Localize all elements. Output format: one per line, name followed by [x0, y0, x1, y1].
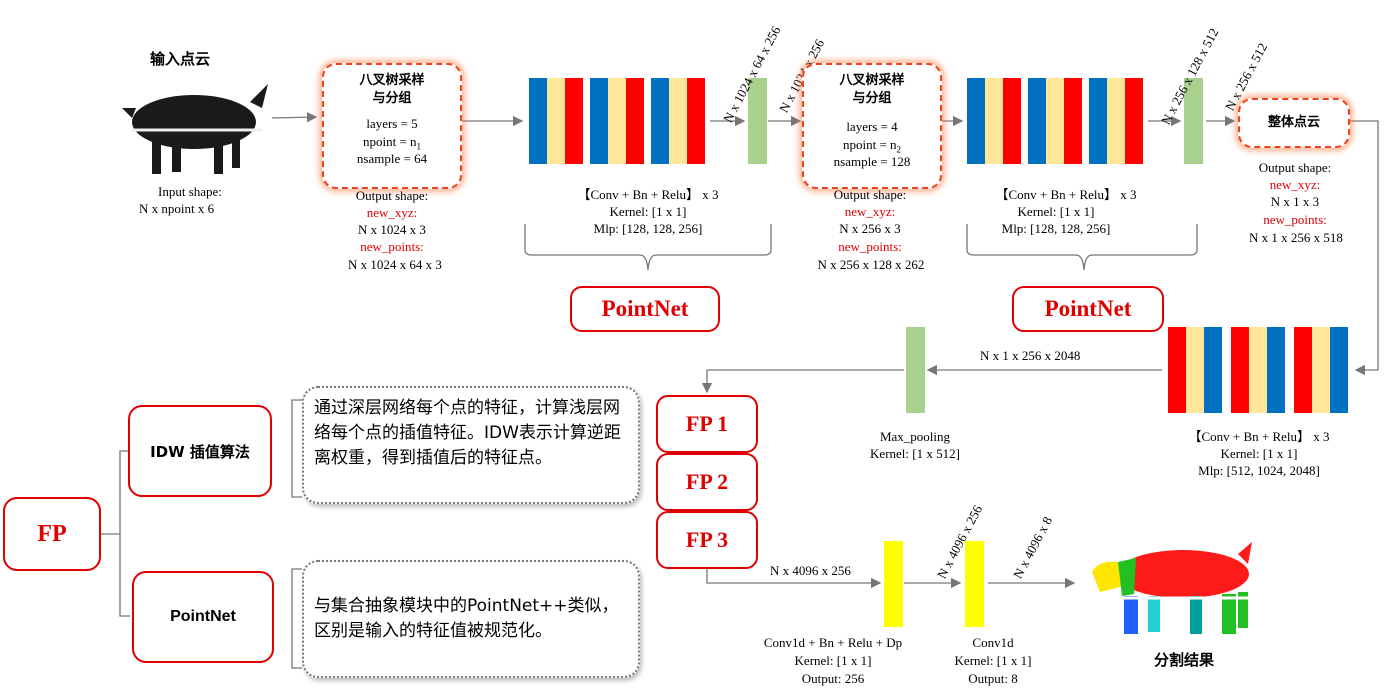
mlp1-line3: Mlp: [128, 128, 256] [593, 221, 703, 236]
sa1-layers: layers = 5 [366, 116, 418, 131]
maxpool-bar [906, 327, 925, 413]
mlp1-layer-2 [590, 78, 644, 164]
maxpool-line2: Kernel: [1 x 512] [870, 446, 960, 461]
mlp2-layer-3 [1089, 78, 1143, 164]
global-points-value: N x 1 x 256 x 518 [1249, 230, 1343, 245]
conv-b-line1: Conv1d [972, 635, 1014, 650]
mlp1-layer-3 [651, 78, 705, 164]
pointnet-label-1: PointNet [570, 286, 720, 332]
sa1-points-label: new_points: [360, 239, 424, 254]
sa1-box [322, 63, 462, 189]
brace-mlp2 [966, 224, 1198, 271]
sa2-npoint: npoint = n2 [842, 137, 902, 155]
legend-idw-box: IDW 插值算法 [128, 405, 272, 497]
sa2-layers: layers = 4 [846, 119, 898, 134]
mlp3-layer-2 [1231, 327, 1285, 413]
mlp1-output-bar [748, 78, 767, 164]
global-title: 整体点云 [1267, 115, 1320, 130]
mlp3-layer-1 [1168, 327, 1222, 413]
global-points-label: new_points: [1263, 212, 1327, 227]
brace-pointnet [291, 568, 302, 669]
fp3-box: FP 3 [656, 511, 758, 569]
conv-b-line2: Kernel: [1 x 1] [954, 653, 1032, 668]
sa2-xyz-label: new_xyz: [844, 204, 896, 219]
input-pig-image [122, 84, 268, 174]
sa1-xyz-value: N x 1024 x 3 [358, 222, 426, 237]
global-xyz-value: N x 1 x 3 [1270, 194, 1320, 209]
mlp2-line2: Kernel: [1 x 1] [1017, 204, 1095, 219]
mlp3-layer-3 [1294, 327, 1348, 413]
brace-mlp1 [524, 224, 772, 271]
fp1-box: FP 1 [656, 395, 758, 453]
input-shape-value: N x npoint x 6 [139, 201, 215, 216]
sa1-nsample: nsample = 64 [356, 151, 428, 166]
global-out-label: Output shape: [1258, 160, 1332, 175]
conv-a-line2: Kernel: [1 x 1] [794, 653, 872, 668]
legend-idw-desc: 通过深层网络每个点的特征，计算浅层网络每个点的插值特征。IDW表示计算逆距离权重… [314, 398, 621, 468]
mlp3-line3: Mlp: [512, 1024, 2048] [1198, 463, 1320, 478]
mlp1-line1: 【Conv + Bn + Relu】 x 3 [577, 187, 719, 202]
legend-root-fp: FP [3, 497, 101, 571]
sa2-points-value: N x 256 x 128 x 262 [817, 257, 925, 272]
mlp3-line1: 【Conv + Bn + Relu】 x 3 [1188, 429, 1330, 444]
arrow-input-to-sa1 [271, 112, 318, 123]
mlp2-line3: Mlp: [128, 128, 256] [1001, 221, 1111, 236]
sa2-points-label: new_points: [838, 239, 902, 254]
mlp1-layer-1 [529, 78, 583, 164]
sa2-out-label: Output shape: [833, 187, 907, 202]
legend-pointnet-box: PointNet [132, 571, 274, 663]
mlp1-line2: Kernel: [1 x 1] [609, 204, 687, 219]
global-xyz-label: new_xyz: [1269, 177, 1321, 192]
conv-a-line3: Output: 256 [801, 671, 865, 686]
sa1-title-line1: 八叉树采样 [359, 73, 425, 88]
arrow-fp3-to-conv [706, 567, 882, 589]
sa2-title-line2: 与分组 [852, 91, 892, 106]
pointnet-label-2: PointNet [1012, 286, 1164, 332]
sa1-xyz-label: new_xyz: [366, 205, 418, 220]
sa2-box [802, 63, 942, 189]
sa1-npoint: npoint = n1 [362, 134, 422, 152]
brace-idw [291, 399, 302, 498]
sa1-title-line2: 与分组 [372, 91, 412, 106]
conv-a-bar [884, 541, 903, 627]
legend-idw-desc-box [302, 386, 640, 504]
result-pig-image [1092, 542, 1252, 634]
input-shape-label: Input shape: [158, 184, 222, 199]
conv-b-line3: Output: 8 [968, 671, 1018, 686]
mlp2-line1: 【Conv + Bn + Relu】 x 3 [995, 187, 1137, 202]
arrow-global-to-mlp3 [1350, 120, 1379, 376]
sa1-points-value: N x 1024 x 64 x 3 [348, 257, 442, 272]
sa1-out-label: Output shape: [355, 188, 429, 203]
conv-a-line1: Conv1d + Bn + Relu + Dp [763, 635, 903, 650]
sa2-title-line1: 八叉树采样 [839, 73, 905, 88]
head-edge-label: N x 4096 x 256 [770, 563, 851, 578]
legend-pointnet-desc: 与集合抽象模块中的PointNet++类似，区别是输入的特征值被规范化。 [314, 596, 619, 641]
fp2-box: FP 2 [656, 453, 758, 511]
global-box [1238, 98, 1350, 148]
mlp3-line2: Kernel: [1 x 1] [1220, 446, 1298, 461]
maxpool-edge-label: N x 1 x 256 x 2048 [980, 348, 1081, 363]
arrow-maxpool-to-fp [701, 369, 904, 394]
legend-pointnet-desc-box [302, 560, 640, 678]
maxpool-line1: Max_pooling [879, 429, 951, 444]
result-label: 分割结果 [1154, 651, 1215, 669]
sa2-xyz-value: N x 256 x 3 [839, 221, 901, 236]
sa2-nsample: nsample = 128 [833, 154, 911, 169]
mlp2-layer-1 [967, 78, 1021, 164]
mlp2-output-bar [1184, 78, 1203, 164]
conv-b-bar [965, 541, 984, 627]
input-title: 输入点云 [150, 50, 211, 68]
tree-lines-branches [119, 450, 130, 617]
mlp2-layer-2 [1028, 78, 1082, 164]
